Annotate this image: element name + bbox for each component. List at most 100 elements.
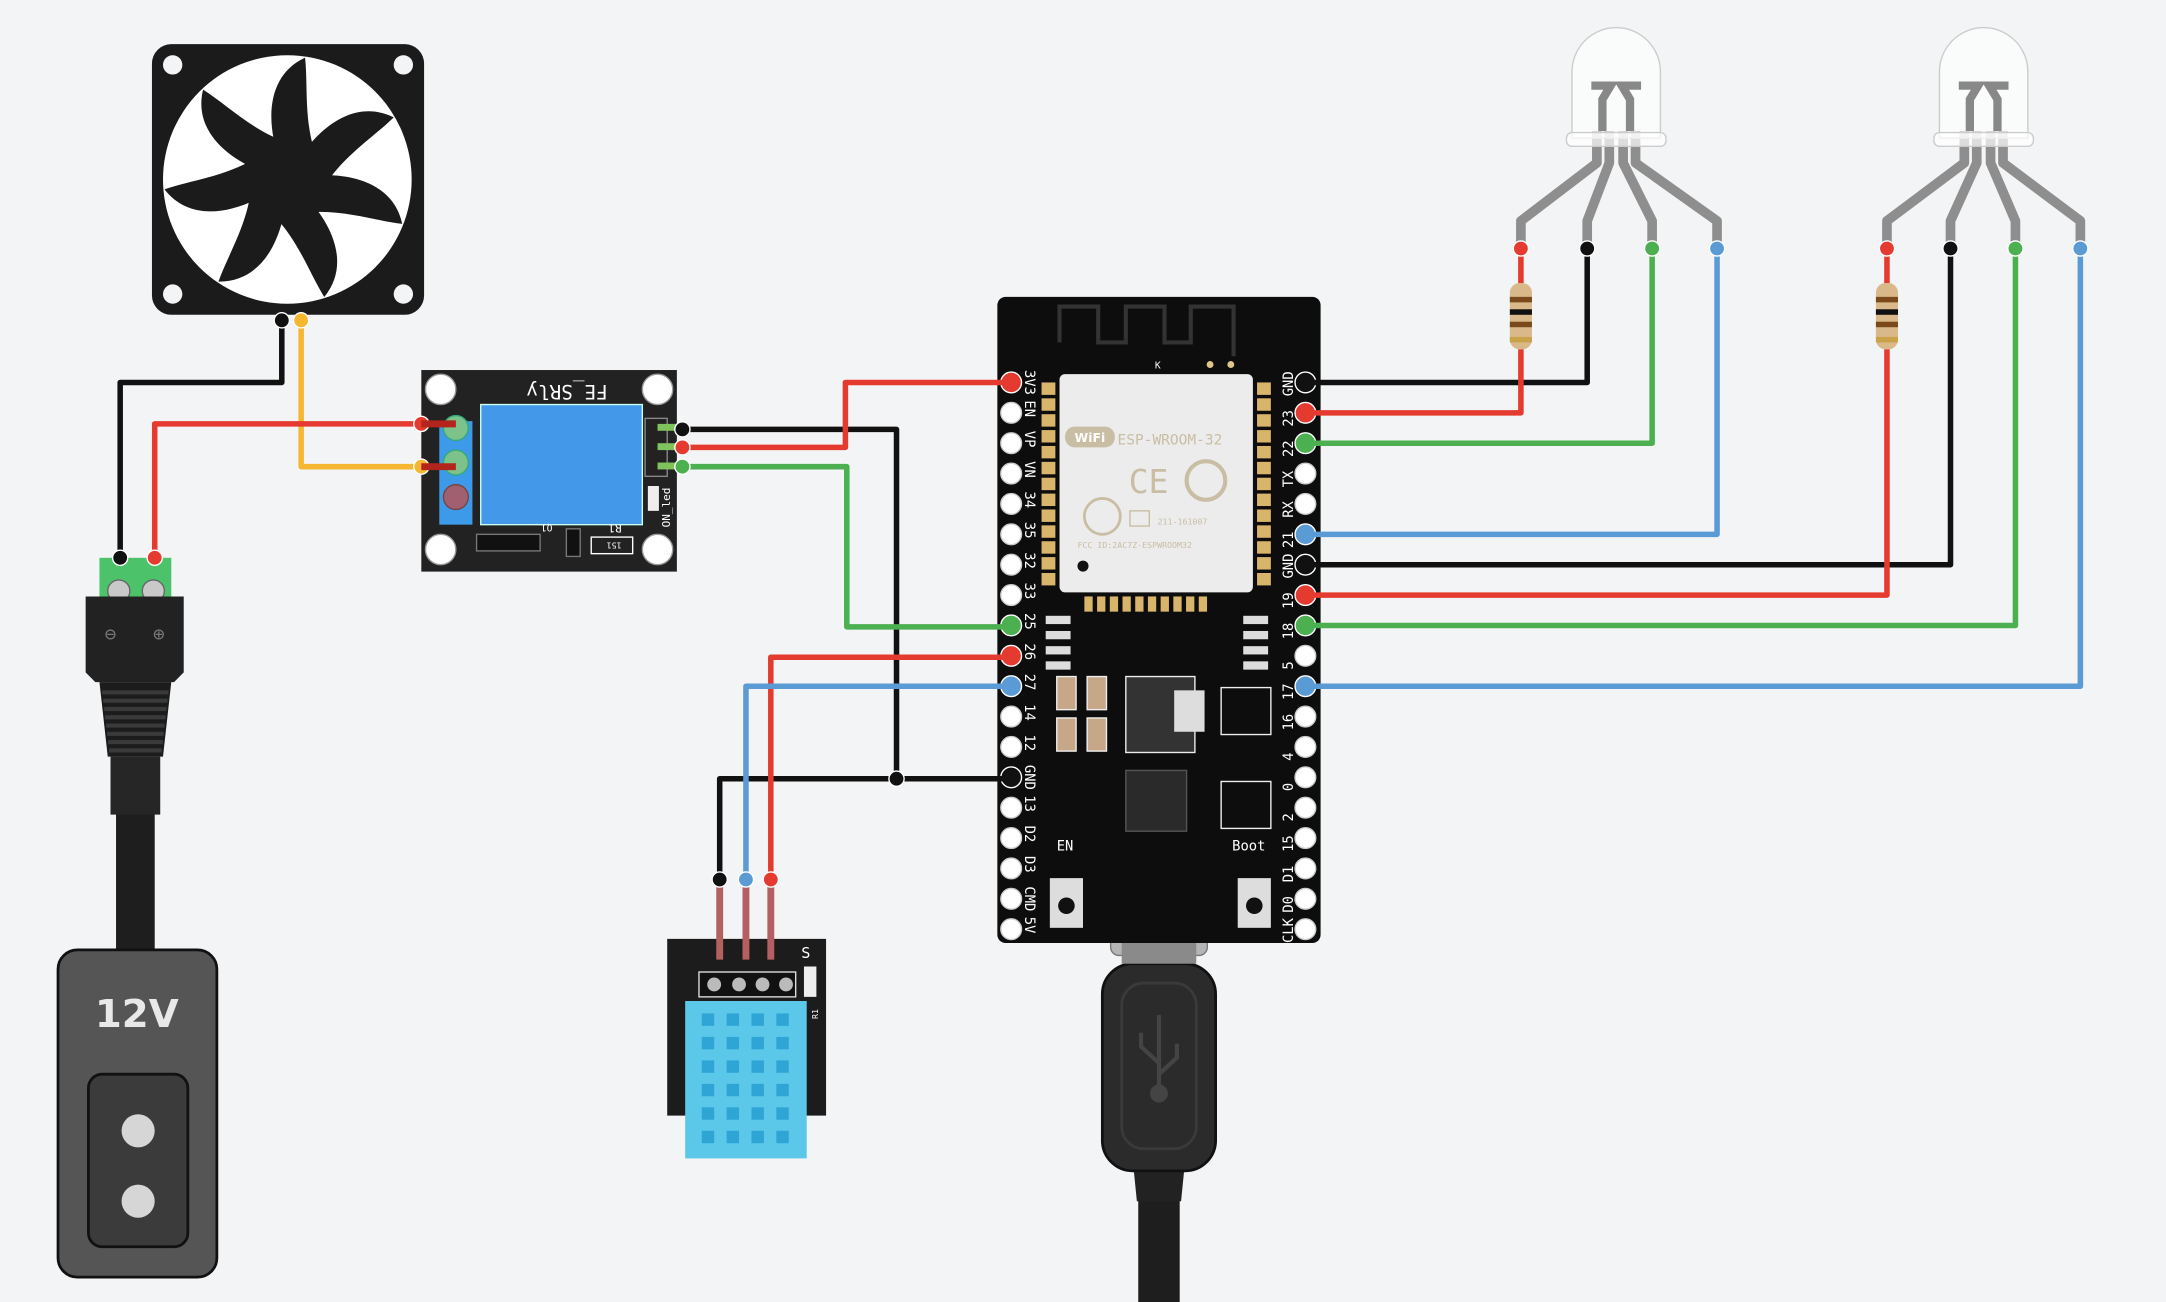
resistor[interactable] (1875, 283, 1899, 350)
relay-title: FE_SRly (526, 380, 607, 403)
fan-mount-hole (163, 284, 183, 304)
pin-d2[interactable] (1000, 827, 1023, 850)
pin-en[interactable] (1000, 401, 1023, 424)
led2-green-wire[interactable] (1305, 248, 2019, 629)
wire-endpoint[interactable] (273, 312, 291, 329)
rgb-led[interactable] (1516, 26, 1722, 246)
module-pad (1041, 493, 1056, 507)
relay-transistor-label: Q1 (541, 522, 553, 533)
pin-12[interactable] (1000, 735, 1023, 759)
boot-button[interactable] (1237, 878, 1271, 928)
pin-label: 2 (1281, 813, 1297, 821)
en-button[interactable] (1049, 878, 1083, 928)
power-supply-12v[interactable]: 12V (56, 811, 219, 1279)
fan-power-wire[interactable] (298, 320, 422, 470)
rgb-led[interactable] (1882, 26, 2086, 246)
pin-15[interactable] (1294, 827, 1317, 850)
relay-vcc-wire[interactable] (682, 379, 1012, 451)
antenna-pad (1206, 361, 1214, 368)
wire-endpoint[interactable] (146, 549, 164, 567)
pin-label: GND (1281, 371, 1297, 396)
relay-hole (424, 533, 457, 566)
wire-endpoint[interactable] (111, 549, 129, 567)
wire-endpoint[interactable] (762, 871, 780, 888)
pin-label: 13 (1021, 795, 1037, 812)
fcc-id: FCC ID:2AC7Z-ESPWROOM32 (1077, 540, 1192, 550)
transistor (1220, 780, 1272, 830)
led1-ground-wire[interactable] (1305, 248, 1590, 386)
module-pad (1041, 414, 1056, 427)
wire-endpoint[interactable] (1708, 240, 1726, 257)
jack-rib (106, 723, 165, 728)
led2-ground-wire[interactable] (1305, 248, 1954, 568)
wire-endpoint[interactable] (2072, 240, 2089, 257)
pin-14[interactable] (1000, 705, 1023, 728)
pin-34[interactable] (1000, 492, 1023, 516)
dht-red-wire[interactable] (768, 654, 1012, 880)
cooling-fan[interactable] (151, 44, 425, 315)
smd-pad (1243, 630, 1269, 640)
pin-cmd[interactable] (1000, 887, 1023, 910)
wire-endpoint[interactable] (674, 439, 691, 456)
relay-signal-wire[interactable] (682, 463, 1012, 630)
pin-5[interactable] (1294, 644, 1317, 667)
relay-module[interactable]: FE_SRly ON_led Q1 R1 151 (421, 370, 683, 572)
wire-endpoint[interactable] (2007, 240, 2024, 257)
wire-endpoint[interactable] (1942, 240, 1959, 257)
dc-jack-adapter[interactable]: ⊖ ⊕ (85, 557, 184, 815)
pin-vn[interactable] (1000, 462, 1023, 485)
wire-endpoint[interactable] (737, 871, 755, 888)
usb-cable[interactable] (1100, 882, 1217, 1302)
wire-endpoint[interactable] (1643, 240, 1661, 257)
module-name: ESP-WROOM-32 (1118, 433, 1223, 449)
pin-d1[interactable] (1294, 857, 1317, 880)
pin-0[interactable] (1294, 766, 1317, 789)
pin-16[interactable] (1294, 705, 1317, 728)
wire-endpoint[interactable] (292, 312, 310, 329)
pin-2[interactable] (1294, 796, 1317, 819)
pin-label: CLK (1281, 917, 1297, 943)
module-pad (1041, 477, 1056, 491)
led2-red-wire[interactable] (1305, 349, 1890, 598)
antenna-mark: K (1155, 361, 1161, 372)
pin-rx[interactable] (1294, 492, 1317, 516)
pin-32[interactable] (1000, 553, 1023, 576)
pin-clk[interactable] (1294, 918, 1317, 941)
pin-tx[interactable] (1294, 462, 1317, 485)
pin-33[interactable] (1000, 584, 1023, 607)
pin-vp[interactable] (1000, 432, 1023, 455)
fan-mount-hole (393, 284, 414, 304)
wire-endpoint[interactable] (1578, 240, 1596, 257)
wire-endpoint[interactable] (1878, 240, 1896, 257)
pin-4[interactable] (1294, 735, 1317, 759)
wire-endpoint[interactable] (1512, 240, 1530, 257)
pin-13[interactable] (1000, 796, 1023, 819)
relay-ground-wire[interactable] (682, 426, 1012, 782)
dht-blue-wire[interactable] (743, 683, 1012, 880)
esp32-devkit[interactable]: K WiFi ESP-WROOM-32 CE 211-161007 FCC ID… (997, 296, 1321, 944)
supply-positive-wire[interactable] (151, 421, 422, 558)
pin-d3[interactable] (1000, 857, 1023, 880)
wire-endpoint[interactable] (888, 770, 905, 787)
led1-blue-wire[interactable] (1305, 248, 1720, 538)
wire-endpoint[interactable] (711, 871, 728, 888)
jack-body (85, 596, 184, 683)
led1-green-wire[interactable] (1305, 248, 1655, 446)
module-pad (1041, 509, 1056, 522)
wire-endpoint[interactable] (674, 458, 691, 475)
pin-5v[interactable] (1000, 918, 1023, 941)
pin-35[interactable] (1000, 523, 1023, 546)
led1-red-wire[interactable] (1305, 349, 1524, 416)
pin-label: 14 (1021, 704, 1037, 721)
dht-sensor[interactable]: S R1 (667, 938, 827, 1159)
fan-ground-wire[interactable] (117, 320, 285, 558)
pin-d0[interactable] (1294, 887, 1317, 910)
pin-label: D1 (1281, 866, 1297, 883)
led2-blue-wire[interactable] (1305, 248, 2084, 689)
wire-endpoint[interactable] (674, 421, 691, 438)
resistor[interactable] (1509, 283, 1532, 350)
pin-label: CMD (1021, 886, 1037, 911)
module-pad (1041, 572, 1056, 586)
dht-resistor (803, 966, 817, 997)
dht-ground-wire[interactable] (716, 775, 897, 880)
